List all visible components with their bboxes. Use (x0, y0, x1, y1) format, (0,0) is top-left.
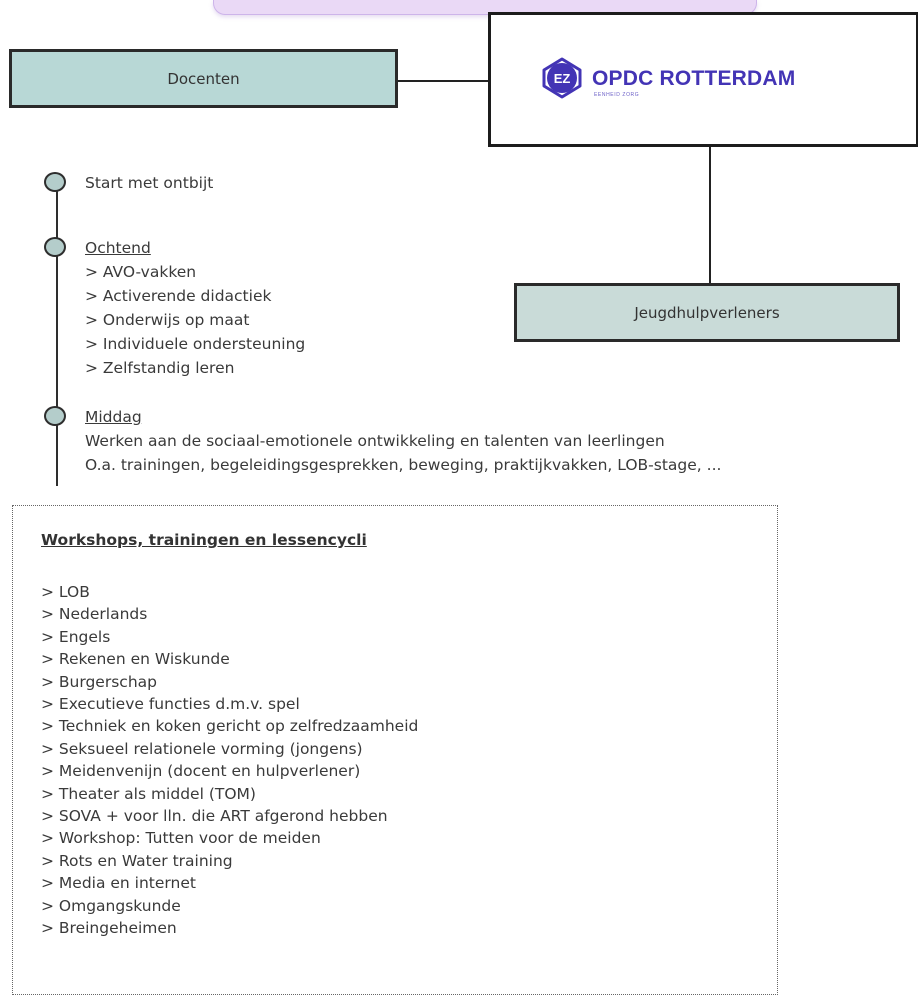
timeline-ochtend: Ochtend > AVO-vakken > Activerende didac… (85, 236, 305, 380)
middag-heading: Middag (85, 408, 142, 426)
list-item: > Omgangskunde (41, 896, 181, 915)
ochtend-heading: Ochtend (85, 239, 151, 257)
docenten-logo-connector (398, 80, 488, 82)
list-item: > Workshop: Tutten voor de meiden (41, 829, 321, 848)
list-item: > Rots en Water training (41, 851, 233, 870)
list-item: > Burgerschap (41, 672, 157, 691)
list-item: > Breingeheimen (41, 919, 177, 938)
list-item: > Onderwijs op maat (85, 311, 250, 329)
list-item: > Individuele ondersteuning (85, 335, 306, 353)
middag-line: O.a. trainingen, begeleidingsgesprekken,… (85, 456, 722, 474)
workshops-panel: Workshops, trainingen en lessencycli > L… (12, 505, 778, 995)
workshops-list: > LOB > Nederlands > Engels > Rekenen en… (41, 581, 418, 940)
logo-jeugd-connector (709, 147, 711, 283)
timeline-middag: Middag Werken aan de sociaal-emotionele … (85, 405, 721, 477)
list-item: > Rekenen en Wiskunde (41, 650, 230, 669)
logo-mark-text: EZ (554, 71, 571, 86)
list-item: > Activerende didactiek (85, 287, 272, 305)
list-item: > Media en internet (41, 874, 196, 893)
list-item: > Theater als middel (TOM) (41, 784, 256, 803)
docenten-node: Docenten (9, 49, 398, 108)
opdc-logo-node: EZ OPDC ROTTERDAM EENHEID ZORG (488, 12, 918, 147)
workshops-title: Workshops, trainingen en lessencycli (41, 531, 367, 549)
list-item: > LOB (41, 583, 90, 601)
middag-line: Werken aan de sociaal-emotionele ontwikk… (85, 432, 665, 450)
list-item: > AVO-vakken (85, 263, 197, 281)
jeugdhulpverleners-node: Jeugdhulpverleners (514, 283, 900, 342)
list-item: > SOVA + voor lln. die ART afgerond hebb… (41, 807, 388, 826)
opdc-logo-icon: EZ (542, 57, 582, 99)
list-item: > Nederlands (41, 605, 148, 624)
list-item: > Engels (41, 627, 111, 646)
timeline-node-start (44, 172, 66, 192)
timeline-start-text: Start met ontbijt (85, 174, 214, 192)
list-item: > Zelfstandig leren (85, 359, 235, 377)
list-item: > Techniek en koken gericht op zelfredza… (41, 717, 419, 736)
timeline-line (56, 178, 58, 486)
list-item: > Meidenvenijn (docent en hulpverlener) (41, 762, 361, 781)
jeugdhulpverleners-label: Jeugdhulpverleners (634, 303, 780, 322)
logo-name: OPDC ROTTERDAM (592, 67, 796, 90)
docenten-label: Docenten (167, 69, 240, 88)
timeline-node-middag (44, 406, 66, 426)
list-item: > Executieve functies d.m.v. spel (41, 695, 300, 714)
logo-subtitle: EENHEID ZORG (594, 92, 640, 98)
list-item: > Seksueel relationele vorming (jongens) (41, 739, 363, 758)
ochtend-list: > AVO-vakken > Activerende didactiek > O… (85, 260, 305, 380)
timeline-node-ochtend (44, 237, 66, 257)
